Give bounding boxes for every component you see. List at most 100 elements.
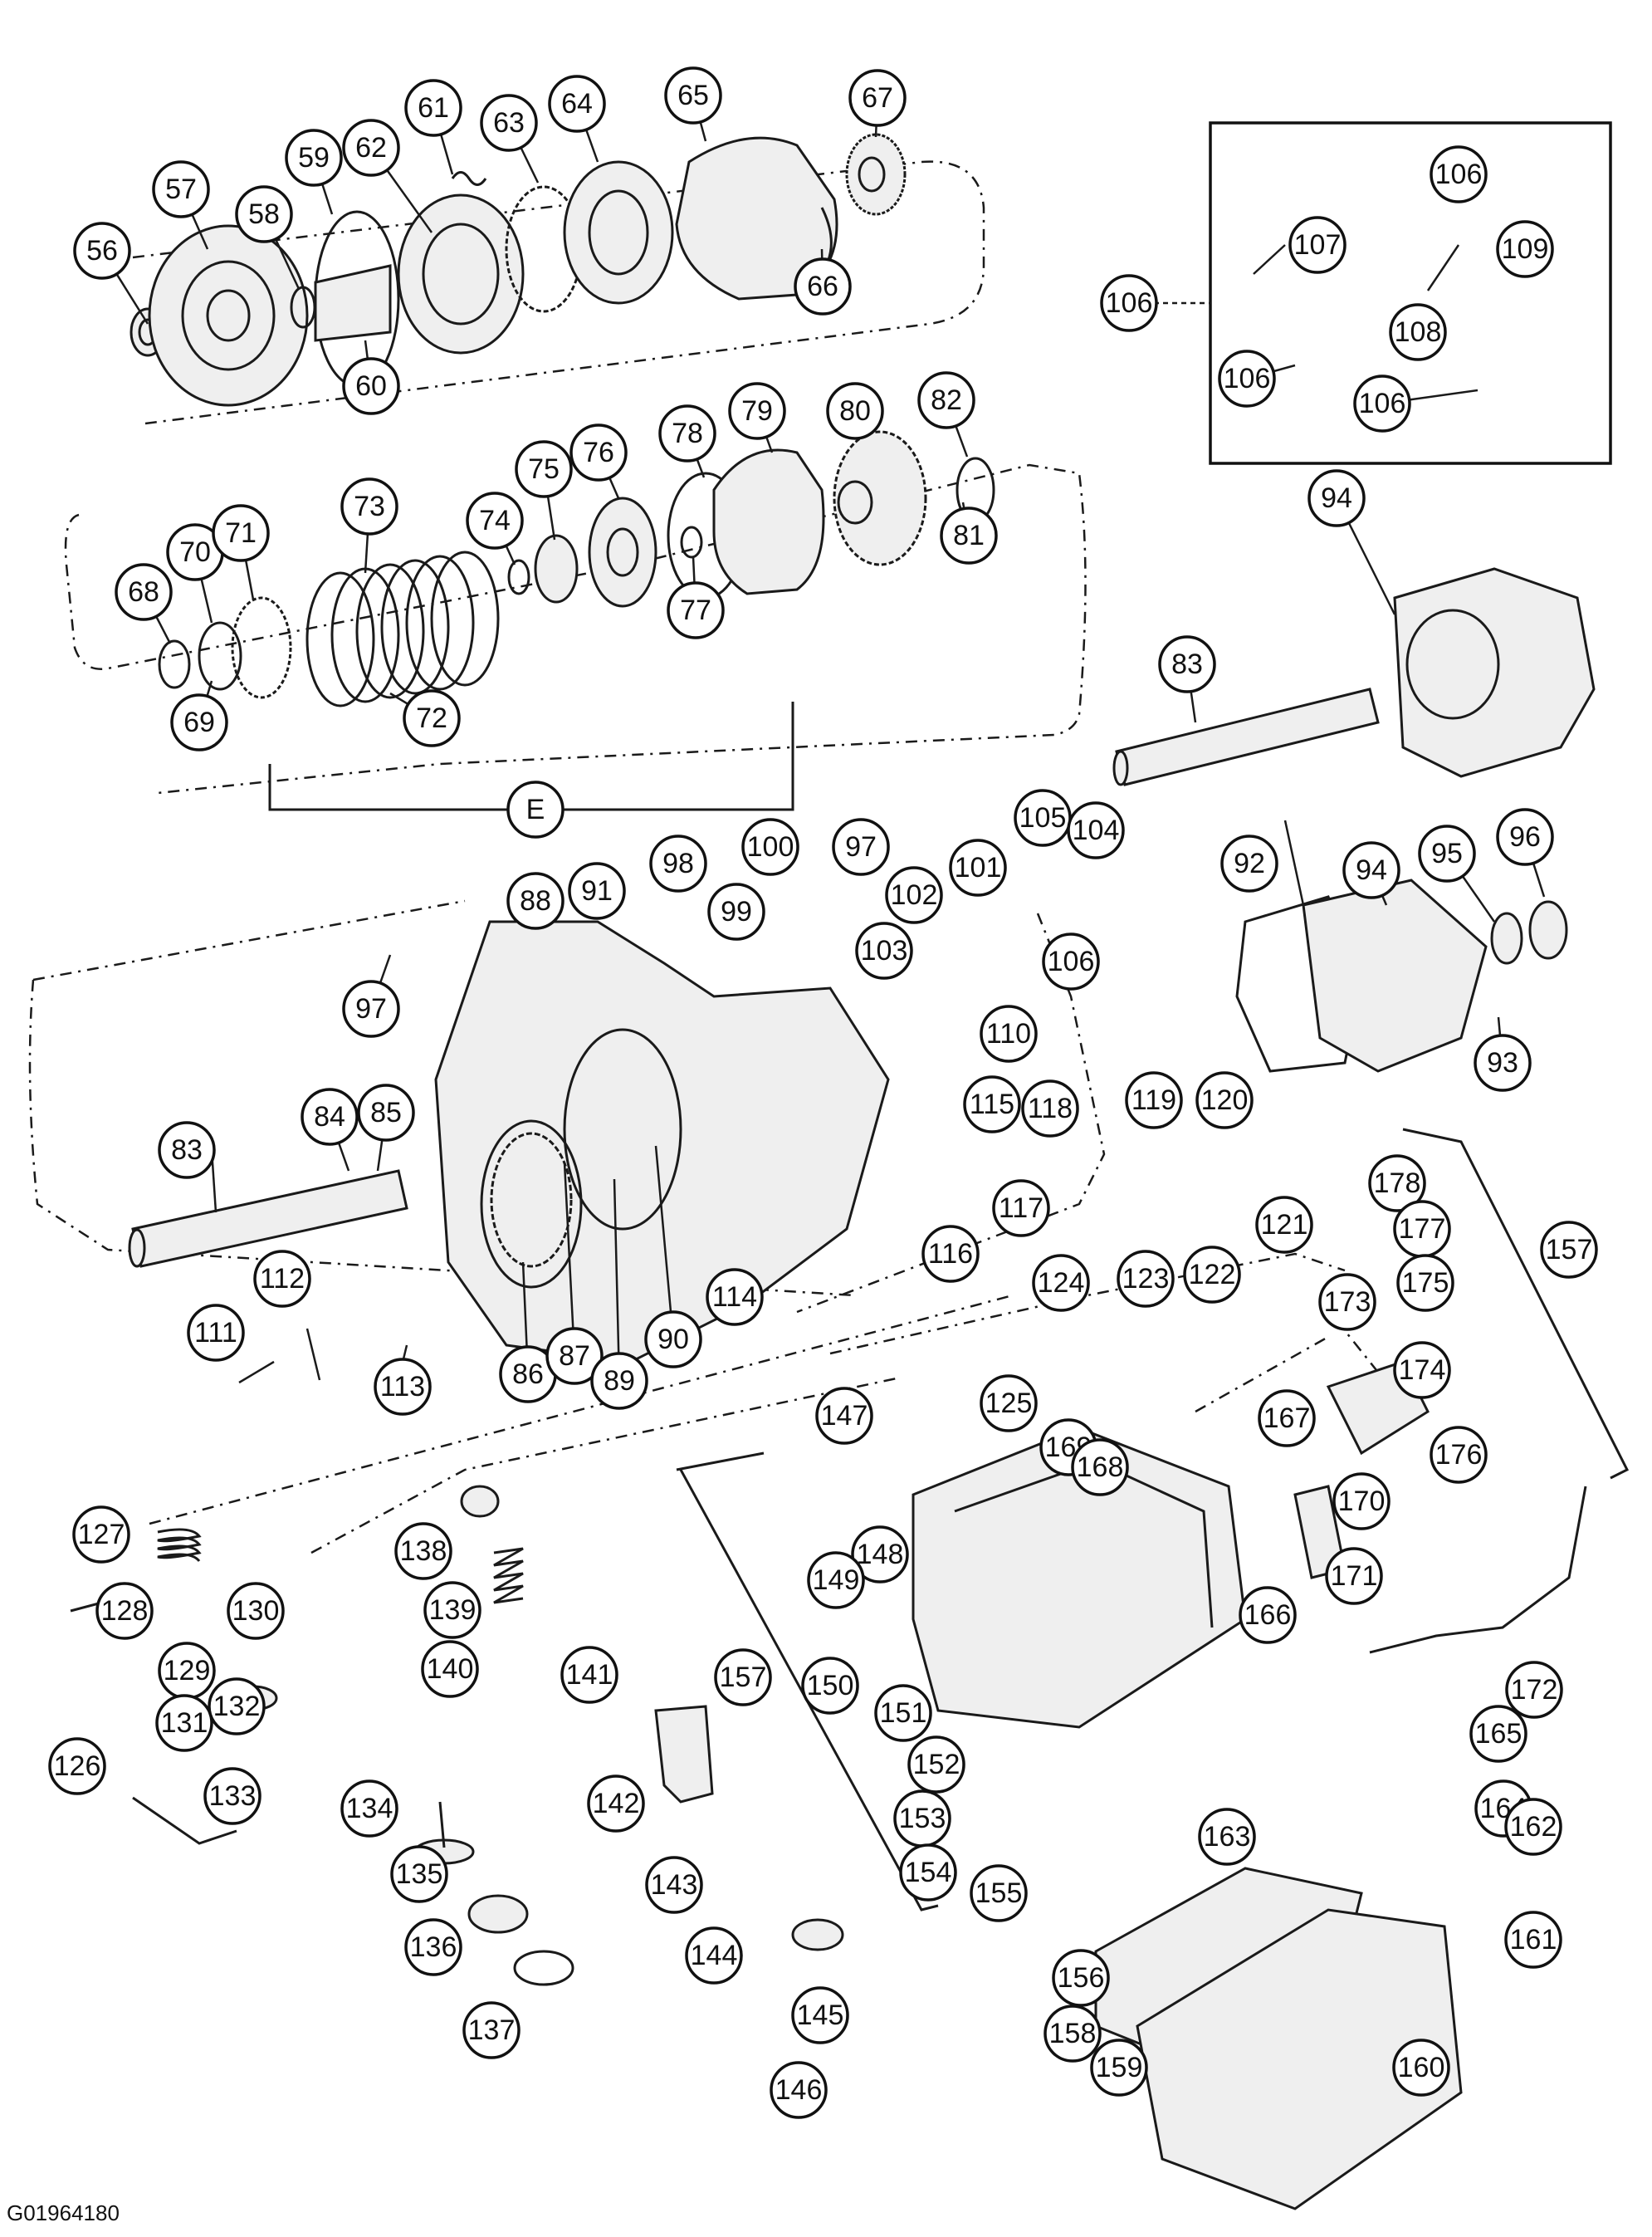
callout-label: 167 <box>1263 1402 1311 1434</box>
callout-87: 87 <box>545 1327 604 1385</box>
callout-label: 88 <box>520 885 551 917</box>
callout-61: 61 <box>404 79 462 137</box>
part-139-spring <box>493 1547 524 1604</box>
part-74-snap-ring <box>507 559 530 595</box>
callout-circle <box>980 1005 1038 1063</box>
callout-label: 160 <box>1398 2052 1445 2083</box>
callout-label: 110 <box>986 1018 1031 1050</box>
callout-103: 103 <box>855 922 913 980</box>
callout-label: 173 <box>1324 1286 1371 1318</box>
callout-106: 106 <box>1042 932 1100 991</box>
callout-150: 150 <box>801 1657 859 1715</box>
callout-label: 83 <box>171 1134 203 1166</box>
callout-label: 153 <box>899 1803 946 1834</box>
callout-154: 154 <box>899 1843 957 1902</box>
callout-144: 144 <box>685 1926 743 1985</box>
callout-circle <box>1195 1071 1254 1129</box>
callout-142: 142 <box>587 1774 645 1833</box>
callout-label: 103 <box>861 935 908 967</box>
callout-165: 165 <box>1469 1705 1527 1763</box>
callout-105: 105 <box>1014 789 1072 847</box>
callout-circle <box>342 357 400 415</box>
callout-circle <box>851 1525 909 1584</box>
lower-dash-left <box>149 1294 1014 1554</box>
callout-circle <box>235 185 293 243</box>
callout-80: 80 <box>826 382 884 440</box>
callout-108: 108 <box>1389 303 1447 361</box>
callout-75: 75 <box>515 440 573 498</box>
callout-label: 82 <box>931 384 962 416</box>
part-127-spring <box>157 1528 202 1563</box>
callout-circle <box>1071 1438 1129 1496</box>
callout-circle <box>963 1075 1021 1133</box>
callout-circle <box>707 883 765 941</box>
callout-circle <box>403 689 461 747</box>
callout-circle <box>1418 825 1476 883</box>
callout-170: 170 <box>1332 1472 1391 1530</box>
callout-label: 87 <box>559 1340 590 1372</box>
lower-dash-valvebody <box>829 1252 1404 1413</box>
callout-label: 117 <box>999 1192 1043 1224</box>
callout-label: 178 <box>1374 1167 1421 1199</box>
callout-circle <box>340 1779 398 1838</box>
callout-129: 129 <box>158 1642 216 1700</box>
callout-circle <box>1332 1472 1391 1530</box>
callout-84: 84 <box>301 1088 359 1146</box>
part-138-cup <box>460 1485 500 1518</box>
callout-circle <box>855 922 913 980</box>
callout-circle <box>1504 1798 1562 1856</box>
callout-label: 135 <box>396 1858 443 1890</box>
callout-67: 67 <box>848 69 907 127</box>
callout-circle <box>421 1640 479 1698</box>
callout-120: 120 <box>1195 1071 1254 1129</box>
part-72-73-clutch-pack <box>305 551 500 707</box>
callout-93: 93 <box>1474 1034 1532 1092</box>
callout-label: E <box>526 794 545 825</box>
callout-68: 68 <box>115 563 173 621</box>
callout-label: 95 <box>1431 838 1463 869</box>
callout-label: 111 <box>194 1317 237 1349</box>
callout-121: 121 <box>1255 1196 1313 1254</box>
callout-label: 69 <box>183 707 215 738</box>
part-64-clutch-hub <box>563 160 674 305</box>
callout-circle <box>728 382 786 440</box>
callout-circle <box>48 1737 106 1795</box>
callout-label: 125 <box>985 1388 1033 1419</box>
callout-label: 159 <box>1096 2052 1143 2083</box>
callout-82: 82 <box>917 371 975 429</box>
callout-circle <box>899 1843 957 1902</box>
callout-label: 86 <box>512 1358 544 1390</box>
callout-label: 161 <box>1510 1924 1557 1956</box>
callout-circle <box>1042 932 1100 991</box>
callout-60: 60 <box>342 357 400 415</box>
part-67-gear <box>845 133 907 216</box>
callout-label: 97 <box>845 831 877 863</box>
callout-56: 56 <box>73 222 131 280</box>
callout-57: 57 <box>152 160 210 218</box>
callout-175: 175 <box>1396 1254 1454 1312</box>
part-77-washer <box>680 526 703 559</box>
callout-94: 94 <box>1342 841 1400 899</box>
part-95-bushing <box>1490 912 1523 965</box>
callout-label: 73 <box>354 491 385 522</box>
callout-circle <box>1258 1389 1316 1447</box>
callout-circle <box>791 1986 849 2044</box>
callout-circle <box>1067 801 1125 859</box>
callout-label: 113 <box>380 1371 425 1402</box>
callout-112: 112 <box>253 1250 311 1308</box>
callout-circle <box>1392 2039 1450 2097</box>
callout-74: 74 <box>466 492 524 550</box>
callout-label: 112 <box>260 1263 305 1295</box>
callout-label: 172 <box>1511 1674 1558 1706</box>
callout-139: 139 <box>423 1581 481 1639</box>
callout-circle <box>1307 469 1366 527</box>
callout-circle <box>285 129 343 187</box>
callout-label: 177 <box>1399 1213 1446 1245</box>
callout-circle <box>907 1735 965 1794</box>
callout-circle <box>212 504 270 562</box>
callout-label: 104 <box>1073 815 1120 846</box>
callout-72: 72 <box>403 689 461 747</box>
callout-circle <box>848 69 907 127</box>
callout-79: 79 <box>728 382 786 440</box>
group-157-lower-bracket <box>676 1451 939 1911</box>
